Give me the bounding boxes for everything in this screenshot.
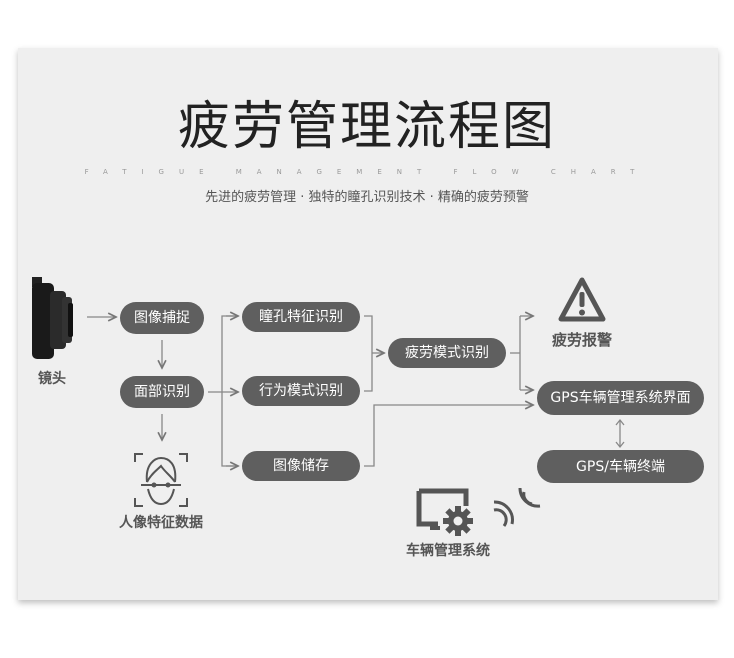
node-fatigue-mode: 疲劳模式识别 (388, 338, 506, 368)
node-gps-ui: GPS车辆管理系统界面 (537, 381, 704, 415)
vehicle-system-label: 车辆管理系统 (406, 543, 490, 559)
camera-icon (32, 277, 73, 359)
subtitle-en: FATIGUE MANAGEMENT FLOW CHART (84, 168, 650, 176)
warning-icon (558, 277, 606, 322)
node-storage: 图像储存 (242, 451, 360, 481)
wireless-signal-icon (493, 487, 541, 527)
alarm-label: 疲劳报警 (551, 331, 612, 349)
camera-label: 镜头 (38, 371, 66, 387)
node-gps-terminal: GPS/车辆终端 (537, 450, 704, 483)
tagline: 先进的疲劳管理 · 独特的瞳孔识别技术 · 精确的疲劳预警 (205, 190, 529, 205)
node-behavior: 行为模式识别 (242, 376, 360, 406)
face-data-label: 人像特征数据 (119, 515, 203, 531)
page-title: 疲劳管理流程图 (177, 97, 556, 157)
node-pupil: 瞳孔特征识别 (242, 302, 360, 332)
face-scan-icon (134, 453, 188, 507)
monitor-gear-icon (416, 488, 473, 536)
node-face: 面部识别 (120, 376, 204, 408)
node-capture: 图像捕捉 (120, 302, 204, 334)
